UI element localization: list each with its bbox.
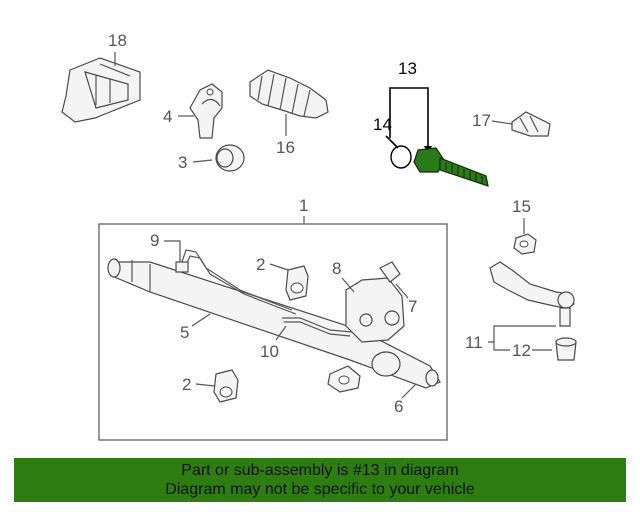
leader-5 <box>191 313 211 327</box>
part-3-bushing <box>215 144 245 172</box>
callout-7: 7 <box>408 297 417 316</box>
callout-1: 1 <box>299 196 308 215</box>
leader-11 <box>488 325 556 351</box>
callout-17: 17 <box>472 111 491 130</box>
assembly-box-1 <box>98 223 448 441</box>
leader-13 <box>389 87 429 150</box>
leader-10 <box>275 325 287 341</box>
callout-6: 6 <box>394 397 403 416</box>
notice-line-2: Diagram may not be specific to your vehi… <box>165 481 475 498</box>
callout-9: 9 <box>150 231 159 250</box>
leader-3 <box>192 159 213 163</box>
leader-2b <box>195 383 215 387</box>
part-2b-mount <box>213 369 239 403</box>
callout-4: 4 <box>163 107 172 126</box>
notice-banner: Part or sub-assembly is #13 in diagram D… <box>14 458 626 502</box>
part-6-end <box>327 351 439 393</box>
parts-diagram: 18 4 3 16 13 14 17 15 <box>61 31 577 441</box>
part-18-bracket <box>61 57 141 123</box>
leader-8 <box>341 277 355 293</box>
callout-10: 10 <box>260 342 279 361</box>
callout-8: 8 <box>332 259 341 278</box>
leader-17 <box>491 120 513 125</box>
callout-14: 14 <box>373 115 392 134</box>
part-15-nut <box>513 233 537 255</box>
callout-3: 3 <box>178 153 187 172</box>
leader-9 <box>164 240 181 262</box>
callout-18: 18 <box>108 31 127 50</box>
callout-2a: 2 <box>256 255 265 274</box>
callout-16: 16 <box>276 138 295 157</box>
part-17-clip <box>511 111 551 137</box>
part-4-clamp <box>189 83 223 139</box>
part-13-tie-rod <box>413 147 489 187</box>
part-12-cap <box>555 337 577 361</box>
callout-5: 5 <box>180 323 189 342</box>
callout-13: 13 <box>398 59 417 78</box>
part-9-pipe <box>175 249 297 315</box>
part-14-oring <box>390 145 412 169</box>
callout-15: 15 <box>512 197 531 216</box>
leader-6 <box>401 383 417 399</box>
leader-2a <box>269 263 289 271</box>
part-8-valve-body <box>345 261 405 343</box>
leader-7 <box>395 283 409 299</box>
part-2a-mount <box>285 265 309 301</box>
callout-11: 11 <box>465 333 483 352</box>
part-11-tie-rod-end <box>489 261 575 327</box>
callout-12: 12 <box>512 341 531 360</box>
part-10-line <box>282 317 353 337</box>
leader-14 <box>385 135 399 149</box>
callout-2b: 2 <box>182 375 191 394</box>
notice-line-1: Part or sub-assembly is #13 in diagram <box>181 462 459 479</box>
part-16-boot <box>249 69 329 119</box>
